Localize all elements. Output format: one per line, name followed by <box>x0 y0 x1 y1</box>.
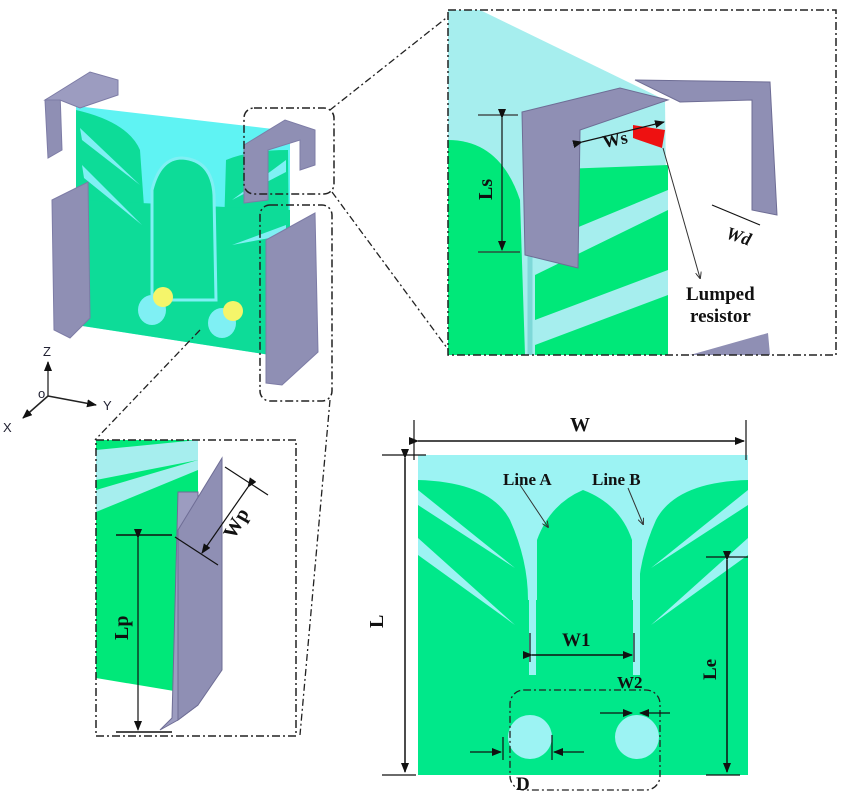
iso-slot <box>82 165 142 225</box>
dim-d-label: D <box>516 774 530 795</box>
dim-w2-label: W2 <box>617 673 643 692</box>
top-view: W L Line A Line B W1 W2 Le D <box>366 414 748 795</box>
slot <box>651 490 748 568</box>
iso-slot <box>232 225 286 245</box>
iso-shield <box>243 119 316 204</box>
iso-box-top <box>243 107 335 195</box>
dim-w-label: W <box>570 414 590 436</box>
axis-y-label: Y <box>103 398 112 413</box>
line-b-label: Line B <box>592 470 641 489</box>
coordinate-axes: Z Y X o <box>3 344 112 435</box>
connector-lines <box>94 14 451 736</box>
iso-shield <box>265 212 319 386</box>
lumped-label-line2: resistor <box>690 306 751 327</box>
slot <box>418 490 515 568</box>
iso-shield <box>43 71 119 109</box>
detail-left: Lp Wp <box>95 439 297 737</box>
detail-top: Ls Ws Wd Lumped resistor <box>447 9 837 356</box>
dim-le-label: Le <box>700 659 721 680</box>
axis-x-label: X <box>3 420 12 435</box>
iso-port-yellow <box>223 301 243 321</box>
slot <box>418 538 515 625</box>
iso-shield <box>44 91 63 159</box>
lumped-label-line1: Lumped <box>686 284 755 305</box>
detail-top-frame <box>447 9 837 356</box>
dim-w1-label: W1 <box>562 630 591 651</box>
axis-z-label: Z <box>43 344 51 359</box>
axis-origin-label: o <box>38 386 45 401</box>
iso-port-yellow <box>153 287 173 307</box>
detail-left-frame <box>95 439 297 737</box>
shield-back <box>634 79 778 216</box>
line-a-label: Line A <box>503 470 552 489</box>
port-circle-right <box>615 715 659 759</box>
iso-center-arch <box>150 156 218 302</box>
iso-view: Z Y X o <box>3 71 335 435</box>
iso-shield <box>51 181 91 339</box>
dim-wp-label: Wp <box>219 505 254 543</box>
port-circle-left <box>508 715 552 759</box>
dim-l-label: L <box>366 615 388 628</box>
dim-ls-label: Ls <box>475 179 497 200</box>
iso-slot <box>80 128 140 185</box>
dim-lp-label: Lp <box>111 616 133 640</box>
iso-box-right <box>259 204 333 402</box>
